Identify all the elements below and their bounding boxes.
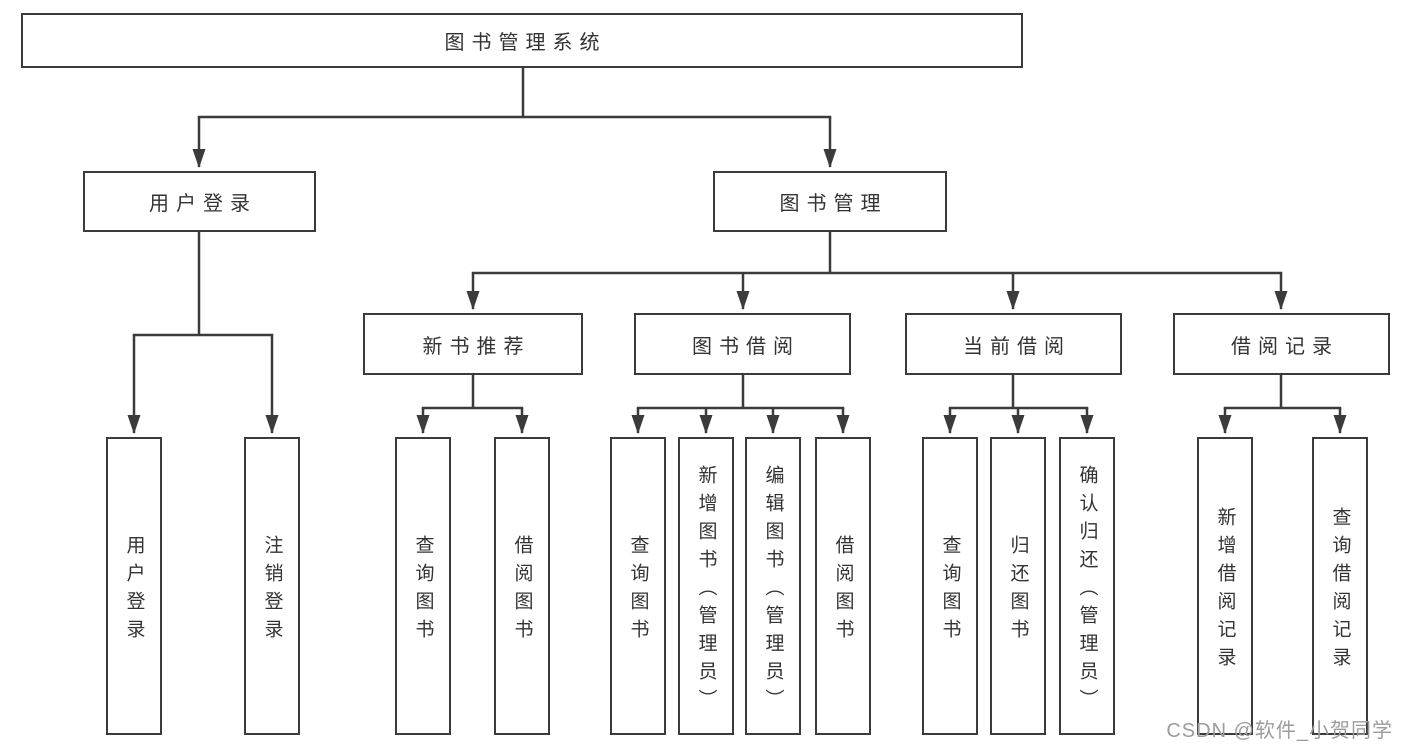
node-label: 查询图书 [939, 534, 961, 647]
node-borrow-record: 借阅记录 [1173, 313, 1390, 375]
node-current-borrow: 当前借阅 [905, 313, 1122, 375]
leaf-return-book: 归还图书 [990, 437, 1046, 735]
node-book-management: 图书管理 [713, 171, 947, 232]
node-label: 用户登录 [149, 193, 257, 215]
leaf-confirm-return-admin: 确认归还（管理员） [1059, 437, 1115, 735]
node-label: 借阅记录 [1231, 335, 1339, 358]
leaf-edit-book-admin: 编辑图书（管理员） [745, 437, 801, 735]
node-label: 新书推荐 [422, 335, 531, 358]
leaf-borrow-book: 借阅图书 [815, 437, 871, 735]
node-label: 确认归还（管理员） [1076, 464, 1098, 717]
leaf-user-login: 用户登录 [106, 437, 162, 735]
node-book-borrow: 图书借阅 [634, 313, 851, 375]
node-label: 借阅图书 [832, 534, 854, 647]
node-label: 当前借阅 [963, 335, 1071, 358]
node-label: 归还图书 [1007, 534, 1029, 647]
node-label: 编辑图书（管理员） [762, 464, 784, 717]
node-label: 查询借阅记录 [1329, 506, 1351, 675]
node-label: 图书管理系统 [444, 32, 607, 54]
node-label: 查询图书 [627, 534, 649, 647]
leaf-query-current-borrow: 查询图书 [922, 437, 978, 735]
node-label: 图书管理 [779, 193, 888, 215]
leaf-add-book-admin: 新增图书（管理员） [678, 437, 734, 735]
csdn-watermark: CSDN @软件_小贺同学 [1166, 720, 1393, 742]
node-user-login: 用户登录 [83, 171, 316, 232]
leaf-add-borrow-record: 新增借阅记录 [1197, 437, 1253, 735]
node-label: 用户登录 [123, 534, 145, 647]
leaf-query-book-recommend: 查询图书 [395, 437, 451, 735]
node-label: 新增借阅记录 [1214, 506, 1236, 675]
node-label: 新增图书（管理员） [695, 464, 717, 717]
node-new-book-recommend: 新书推荐 [363, 313, 583, 375]
leaf-borrow-book-recommend: 借阅图书 [494, 437, 550, 735]
leaf-query-borrow-record: 查询借阅记录 [1312, 437, 1368, 735]
leaf-query-book: 查询图书 [610, 437, 666, 735]
node-root-system: 图书管理系统 [21, 13, 1023, 68]
node-label: 查询图书 [412, 534, 434, 647]
node-label: 图书借阅 [692, 335, 800, 358]
node-label: 借阅图书 [511, 534, 533, 647]
node-label: 注销登录 [261, 534, 283, 647]
leaf-logout: 注销登录 [244, 437, 300, 735]
